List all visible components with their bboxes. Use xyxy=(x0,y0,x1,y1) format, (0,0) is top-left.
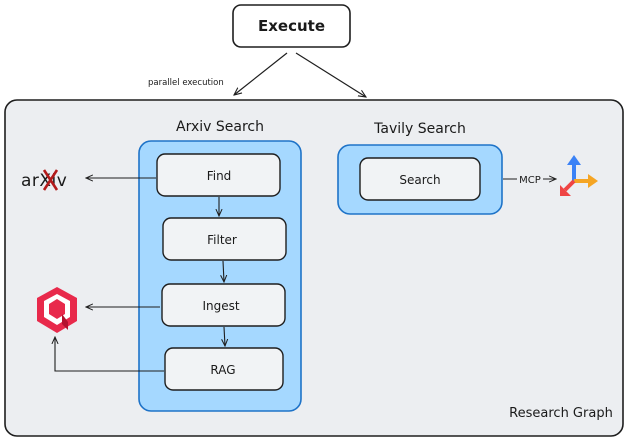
search-label: Search xyxy=(399,173,440,187)
tavily-axes-icon xyxy=(560,155,598,196)
tavily-search-title: Tavily Search xyxy=(373,121,466,137)
parallel-execution-note: parallel execution xyxy=(148,78,224,88)
qdrant-logo-icon xyxy=(37,287,77,333)
arxiv-logo-icon: arXiv xyxy=(21,169,67,191)
ingest-label: Ingest xyxy=(202,299,239,313)
arrow-filter-to-ingest xyxy=(223,260,224,282)
filter-node: Filter xyxy=(162,217,287,261)
execute-node: Execute xyxy=(232,4,351,48)
arxiv-search-title: Arxiv Search xyxy=(176,119,264,135)
arrow-execute-to-tavily xyxy=(295,52,366,97)
rag-label: RAG xyxy=(210,363,235,377)
arrow-ingest-to-rag xyxy=(224,326,225,346)
search-node: Search xyxy=(359,157,481,201)
arrow-rag-to-vectordb xyxy=(55,337,164,372)
filter-label: Filter xyxy=(207,233,237,247)
arrow-execute-to-arxiv xyxy=(234,52,288,95)
arxiv-search-group: Arxiv Search Find Filter Ingest RAG xyxy=(138,119,302,412)
tavily-search-group: Tavily Search Search xyxy=(337,121,503,215)
rag-node: RAG xyxy=(164,347,284,391)
mcp-label: MCP xyxy=(519,175,541,186)
execute-label: Execute xyxy=(258,17,325,35)
ingest-node: Ingest xyxy=(161,283,286,327)
find-label: Find xyxy=(207,169,232,183)
research-graph-label: Research Graph xyxy=(509,406,613,421)
find-node: Find xyxy=(156,153,281,197)
research-graph-panel: Research Graph xyxy=(4,99,624,437)
